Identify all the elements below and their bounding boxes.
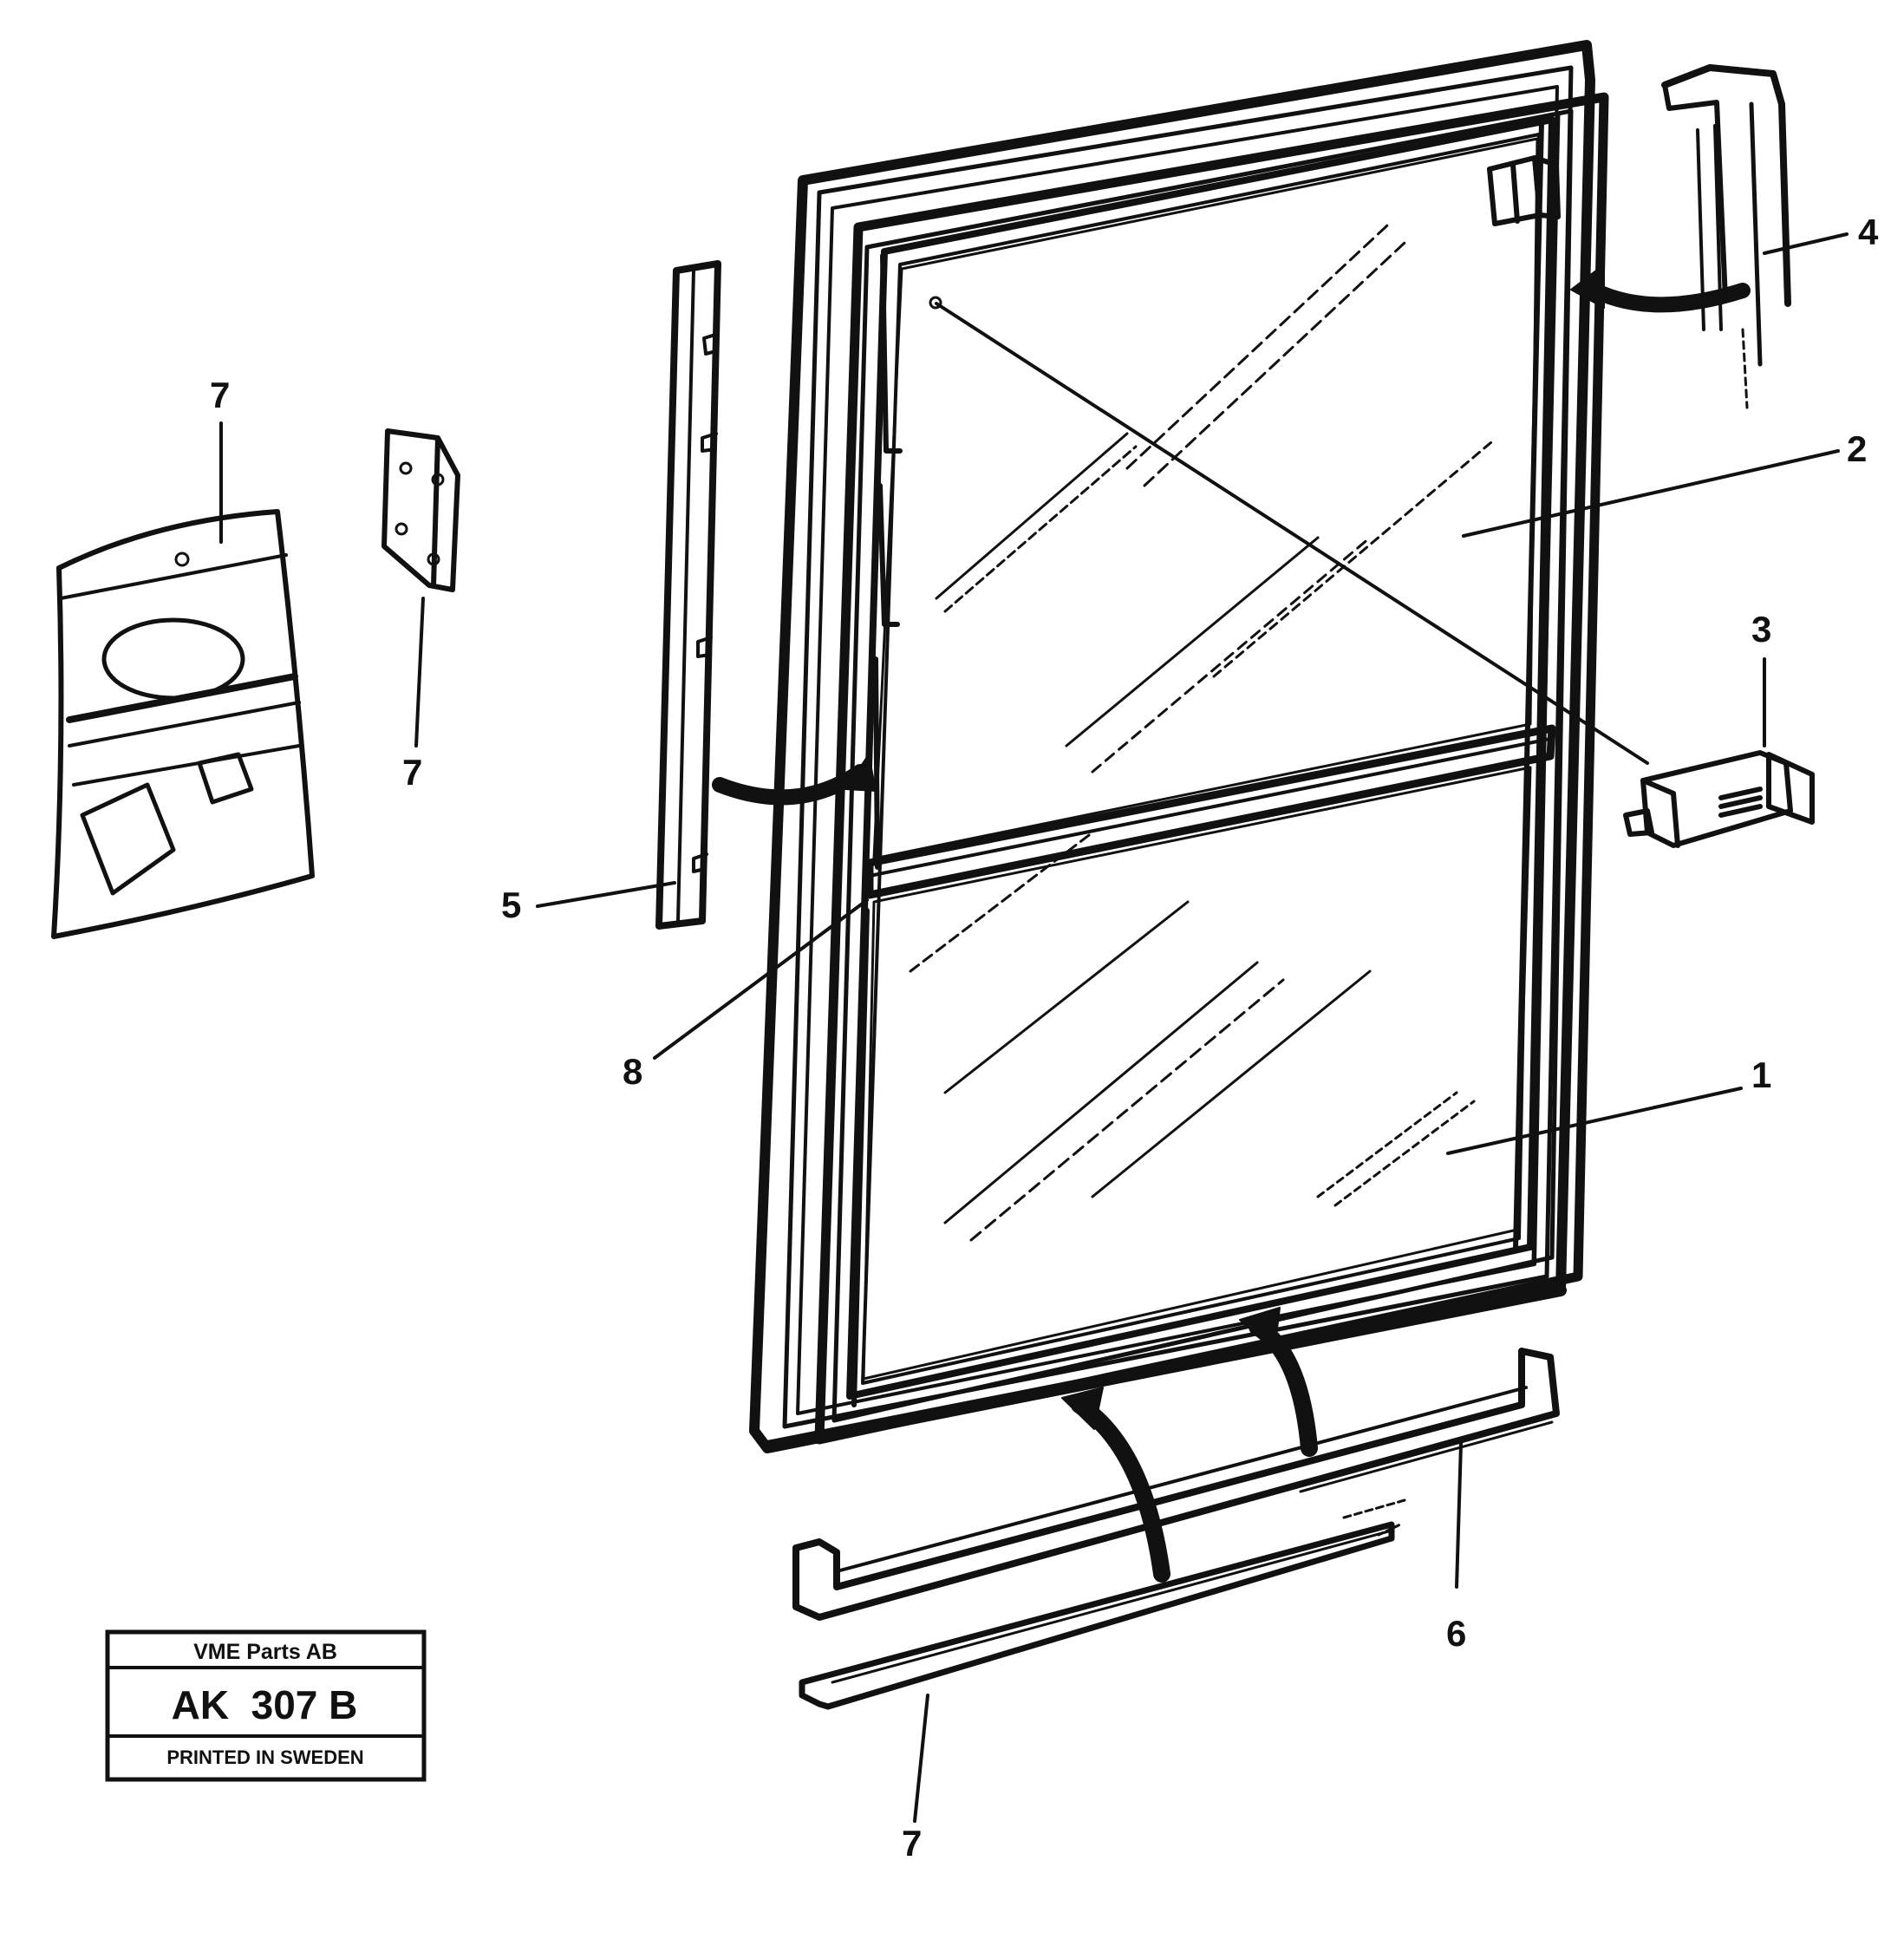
callout-5: 5 bbox=[501, 885, 521, 925]
title-block-printed: PRINTED IN SWEDEN bbox=[166, 1746, 363, 1768]
callout-4: 4 bbox=[1858, 212, 1879, 252]
callout-7-strip: 7 bbox=[902, 1823, 922, 1864]
upper-glass-pane bbox=[872, 137, 1539, 860]
callout-8: 8 bbox=[623, 1051, 642, 1092]
divider-bar bbox=[865, 724, 1556, 899]
leader-lines bbox=[219, 232, 1849, 1823]
leader-anchor-dot bbox=[929, 296, 942, 310]
latch-block bbox=[1487, 155, 1561, 226]
mounting-plate bbox=[381, 428, 460, 592]
frame-left-slots bbox=[851, 253, 903, 1407]
title-block: VME Parts AB AK 307 B PRINTED IN SWEDEN bbox=[105, 1629, 427, 1782]
callout-3: 3 bbox=[1751, 609, 1771, 650]
callout-7-plate: 7 bbox=[402, 752, 422, 793]
title-block-code: AK 307 B bbox=[172, 1682, 358, 1727]
bottom-channel bbox=[792, 1307, 1560, 1621]
window-frame bbox=[749, 40, 1609, 1453]
callout-2: 2 bbox=[1847, 428, 1867, 469]
callout-6: 6 bbox=[1446, 1613, 1466, 1654]
parts-bag bbox=[51, 509, 315, 939]
callout-7-bag: 7 bbox=[210, 375, 230, 415]
window-latch bbox=[1623, 750, 1815, 848]
lower-glass-pane bbox=[862, 766, 1532, 1381]
vertical-seal-strip bbox=[655, 260, 877, 930]
corner-channel bbox=[1570, 64, 1791, 409]
title-block-company: VME Parts AB bbox=[193, 1640, 337, 1664]
bottom-trim-strip bbox=[799, 1498, 1406, 1710]
callout-1: 1 bbox=[1751, 1054, 1771, 1095]
